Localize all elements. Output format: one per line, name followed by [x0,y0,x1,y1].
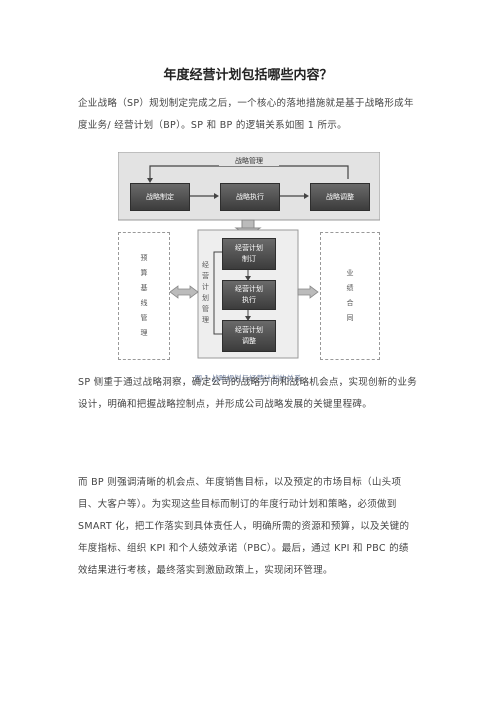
paragraph-bp: 而 BP 则强调清晰的机会点、年度销售目标，以及预定的市场目标（山头项目、大客户… [78,477,410,576]
plan-execution-box: 经营计划执行 [222,280,276,310]
plan-management-label: 经营计划管理 [202,261,209,324]
strategy-management-label: 战略管理 [219,156,279,166]
page-title: 年度经营计划包括哪些内容？ [163,68,333,83]
paragraph-intro: 企业战略（SP）规划制定完成之后，一个核心的落地措施就是基于战略形成年度业务/ … [78,98,414,131]
paragraph-sp: SP 侧重于通过战略洞察，确定公司的战略方向和战略机会点，实现创新的业务设计，明… [78,377,418,410]
strategy-execution-box: 战略执行 [220,183,280,211]
plan-formulation-box: 经营计划制订 [222,238,276,270]
plan-adjustment-box: 经营计划调整 [222,320,276,352]
figure-strategy-diagram: 战略管理 战略制定 战略执行 战略调整 经营计划管理 经营计划制订 经营计划执行… [118,152,380,360]
figure-caption: 图 1 战略规划与经营计划的关系 [194,374,302,383]
strategy-adjustment-box: 战略调整 [310,183,370,211]
performance-contract-box: 业绩合同 [320,232,380,360]
budget-baseline-box: 预算基线管理 [118,232,170,360]
strategy-formulation-box: 战略制定 [130,183,190,211]
